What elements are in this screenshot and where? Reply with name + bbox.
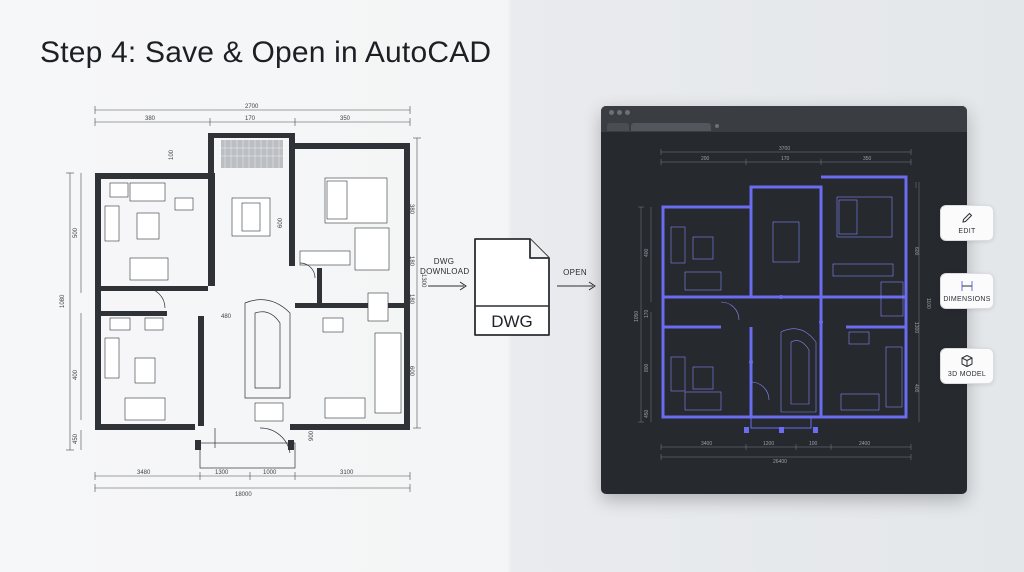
dim-right-3: 1300 <box>420 274 426 288</box>
dimensions-button[interactable]: DIMENSIONS <box>940 273 994 309</box>
cad-dim-left-4: 800 <box>644 363 650 372</box>
dim-left-4: 450 <box>73 433 79 444</box>
cad-dim-right-2: 1100 <box>925 298 931 309</box>
pencil-icon <box>962 212 973 223</box>
dim-inner-2: 480 <box>221 314 232 320</box>
cad-dim-bottom-seg1: 3400 <box>701 441 712 447</box>
cad-dim-left-3: 170 <box>644 309 650 318</box>
edit-button-label: EDIT <box>958 228 976 235</box>
dim-right-5: 600 <box>408 366 414 377</box>
dim-right-4: 180 <box>408 294 414 305</box>
dim-top-seg1: 380 <box>145 116 156 122</box>
dim-top-seg2: 170 <box>245 116 256 122</box>
cad-dim-left-2: 1050 <box>634 311 640 322</box>
dim-bottom-seg2: 1300 <box>215 470 229 476</box>
dim-top-seg3: 350 <box>340 116 351 122</box>
cad-drawing-canvas[interactable]: 3700 200 170 350 400 1050 170 800 450 60… <box>601 132 967 494</box>
3d-model-button[interactable]: 3D MODEL <box>940 348 994 384</box>
dimension-icon <box>961 281 973 291</box>
cad-dim-bottom-overall: 26400 <box>773 459 787 465</box>
download-arrow <box>428 281 468 291</box>
cad-dim-top-seg2: 170 <box>781 156 790 162</box>
cad-dim-bottom-seg3: 2400 <box>859 441 870 447</box>
dim-right-2: 180 <box>408 256 414 267</box>
dimensions-button-label: DIMENSIONS <box>943 296 991 303</box>
cad-dim-bottom-seg4: 100 <box>809 441 818 447</box>
window-minimize-icon[interactable] <box>617 110 622 115</box>
download-label: DWG DOWNLOAD <box>420 257 470 277</box>
download-label-line2: DOWNLOAD <box>420 267 470 276</box>
window-tab-1[interactable] <box>607 123 629 131</box>
dim-bottom-seg3: 1000 <box>263 470 277 476</box>
dwg-file-label: DWG <box>491 312 533 331</box>
edit-button[interactable]: EDIT <box>940 205 994 241</box>
autocad-window[interactable]: 3700 200 170 350 400 1050 170 800 450 60… <box>601 106 967 494</box>
download-label-line1: DWG <box>433 257 455 266</box>
open-label: OPEN <box>563 268 587 277</box>
window-tab-add-icon[interactable] <box>715 124 719 128</box>
dim-bottom-overall: 18000 <box>235 492 252 498</box>
cad-dim-top-seg1: 200 <box>701 156 710 162</box>
dim-inner-3: 900 <box>309 430 315 441</box>
page-title: Step 4: Save & Open in AutoCAD <box>40 36 492 69</box>
floor-plan-drawing: 2700 380 170 350 100 500 1080 400 450 38… <box>55 98 430 498</box>
dim-inner-1: 600 <box>278 217 284 228</box>
dim-bottom-seg1: 3480 <box>137 470 151 476</box>
cad-dim-left-1: 400 <box>644 248 650 257</box>
dim-top-small: 100 <box>169 149 175 160</box>
window-tab-2[interactable] <box>631 123 711 131</box>
3d-model-button-label: 3D MODEL <box>947 371 987 378</box>
cad-dim-right-4: 400 <box>913 384 919 393</box>
dim-top-overall: 2700 <box>245 104 259 110</box>
open-arrow <box>557 281 597 291</box>
dim-left-2: 1080 <box>60 294 66 308</box>
dwg-file-icon: DWG <box>472 236 552 338</box>
dim-left-3: 400 <box>73 369 79 380</box>
dim-bottom-seg4: 3100 <box>340 470 354 476</box>
cad-dim-bottom-seg2: 1200 <box>763 441 774 447</box>
window-maximize-icon[interactable] <box>625 110 630 115</box>
window-title-bar[interactable] <box>601 106 967 132</box>
cad-dim-top-overall: 3700 <box>779 146 790 152</box>
cad-dim-right-3: 1300 <box>913 322 919 333</box>
cube-icon <box>961 355 973 367</box>
dim-right-1: 380 <box>408 204 414 215</box>
window-close-icon[interactable] <box>609 110 614 115</box>
cad-dim-right-1: 600 <box>913 247 919 256</box>
cad-dim-left-5: 450 <box>644 409 650 418</box>
cad-dim-top-seg3: 350 <box>863 156 872 162</box>
dim-left-1: 500 <box>73 227 79 238</box>
